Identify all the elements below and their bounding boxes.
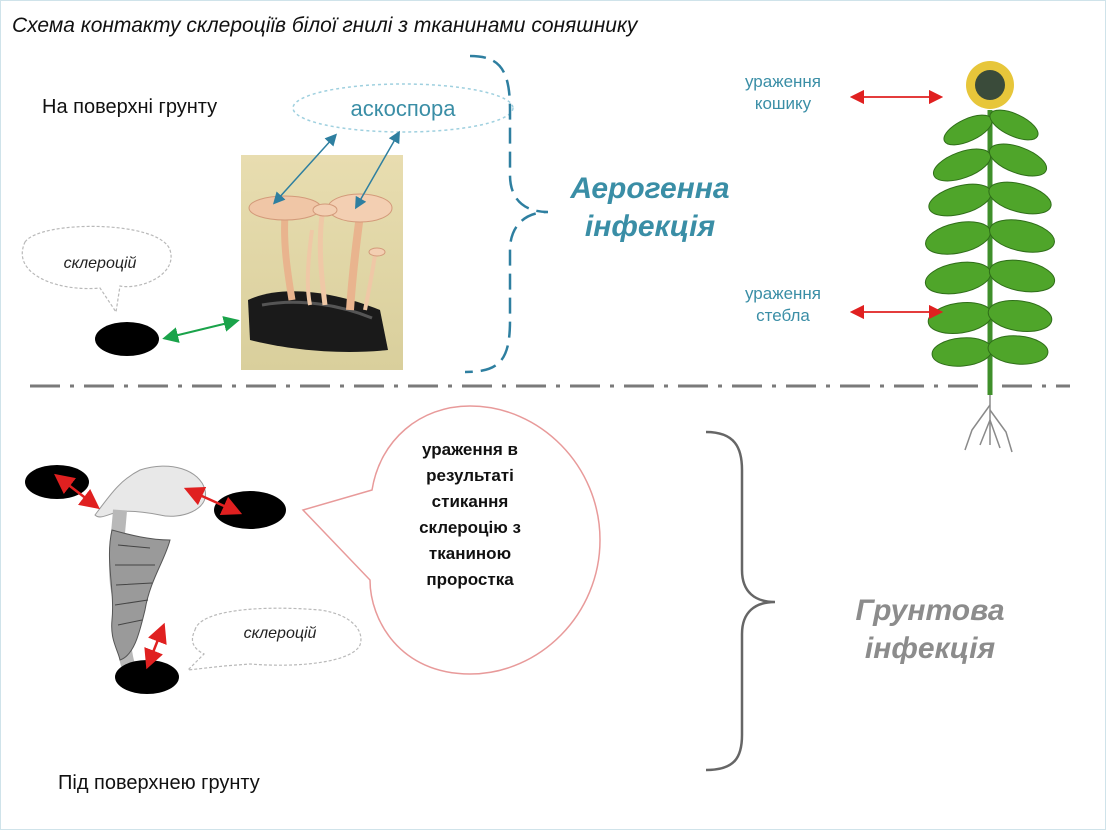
bubble-line-6: проростка	[426, 570, 514, 589]
stem-damage-line2: стебла	[756, 306, 810, 325]
under-surface-label: Під поверхнею грунту	[58, 772, 260, 794]
aerogenic-line2: інфекція	[584, 210, 716, 243]
bubble-line-1: ураження в	[422, 440, 518, 459]
sclerotium-bottom-center	[115, 660, 179, 694]
sclerotium-callout-top	[21, 225, 172, 314]
sunflower-plant-image	[924, 61, 1056, 453]
ascospore-ellipse	[292, 83, 514, 133]
head-damage-line2: кошику	[754, 94, 812, 113]
green-contact-arrow	[162, 316, 240, 343]
sclerotium-label-top: склероцій	[63, 255, 137, 272]
sclerotium-bottom-right	[214, 491, 286, 529]
bubble-line-3: стикання	[431, 492, 509, 511]
bubble-line-4: склероцію з	[419, 518, 521, 537]
soil-infection-label: Грунтова інфекція	[820, 592, 1040, 668]
bubble-line-5: тканиною	[428, 544, 512, 563]
stem-damage-label: ураження стебла	[718, 283, 848, 327]
seedling-damage-bubble	[301, 405, 601, 675]
sclerotium-callout-bottom	[186, 607, 362, 671]
stem-damage-line1: ураження	[744, 284, 822, 303]
bubble-line-2: результаті	[426, 466, 514, 485]
head-damage-line1: ураження	[744, 72, 822, 91]
surface-label: На поверхні грунту	[42, 96, 218, 118]
diagram-title: Схема контакту склероціїв білої гнилі з …	[12, 14, 638, 37]
head-damage-label: ураження кошику	[718, 71, 848, 115]
ascospore-label: аскоспора	[350, 96, 456, 121]
soil-line2: інфекція	[864, 632, 996, 665]
soil-line1: Грунтова	[855, 594, 1005, 627]
aerogenic-line1: Аерогенна	[570, 172, 730, 205]
seedling-damage-text: ураження в результаті стикання склероцію…	[395, 437, 545, 593]
soil-brace	[705, 430, 776, 772]
aerogenic-brace	[464, 54, 549, 374]
sclerotium-top	[95, 322, 159, 356]
seedling-image	[94, 465, 206, 668]
sclerotium-label-bottom: склероцій	[243, 625, 317, 642]
aerogenic-infection-label: Аерогенна інфекція	[530, 170, 770, 246]
mushroom-apothecia-image	[241, 155, 403, 370]
